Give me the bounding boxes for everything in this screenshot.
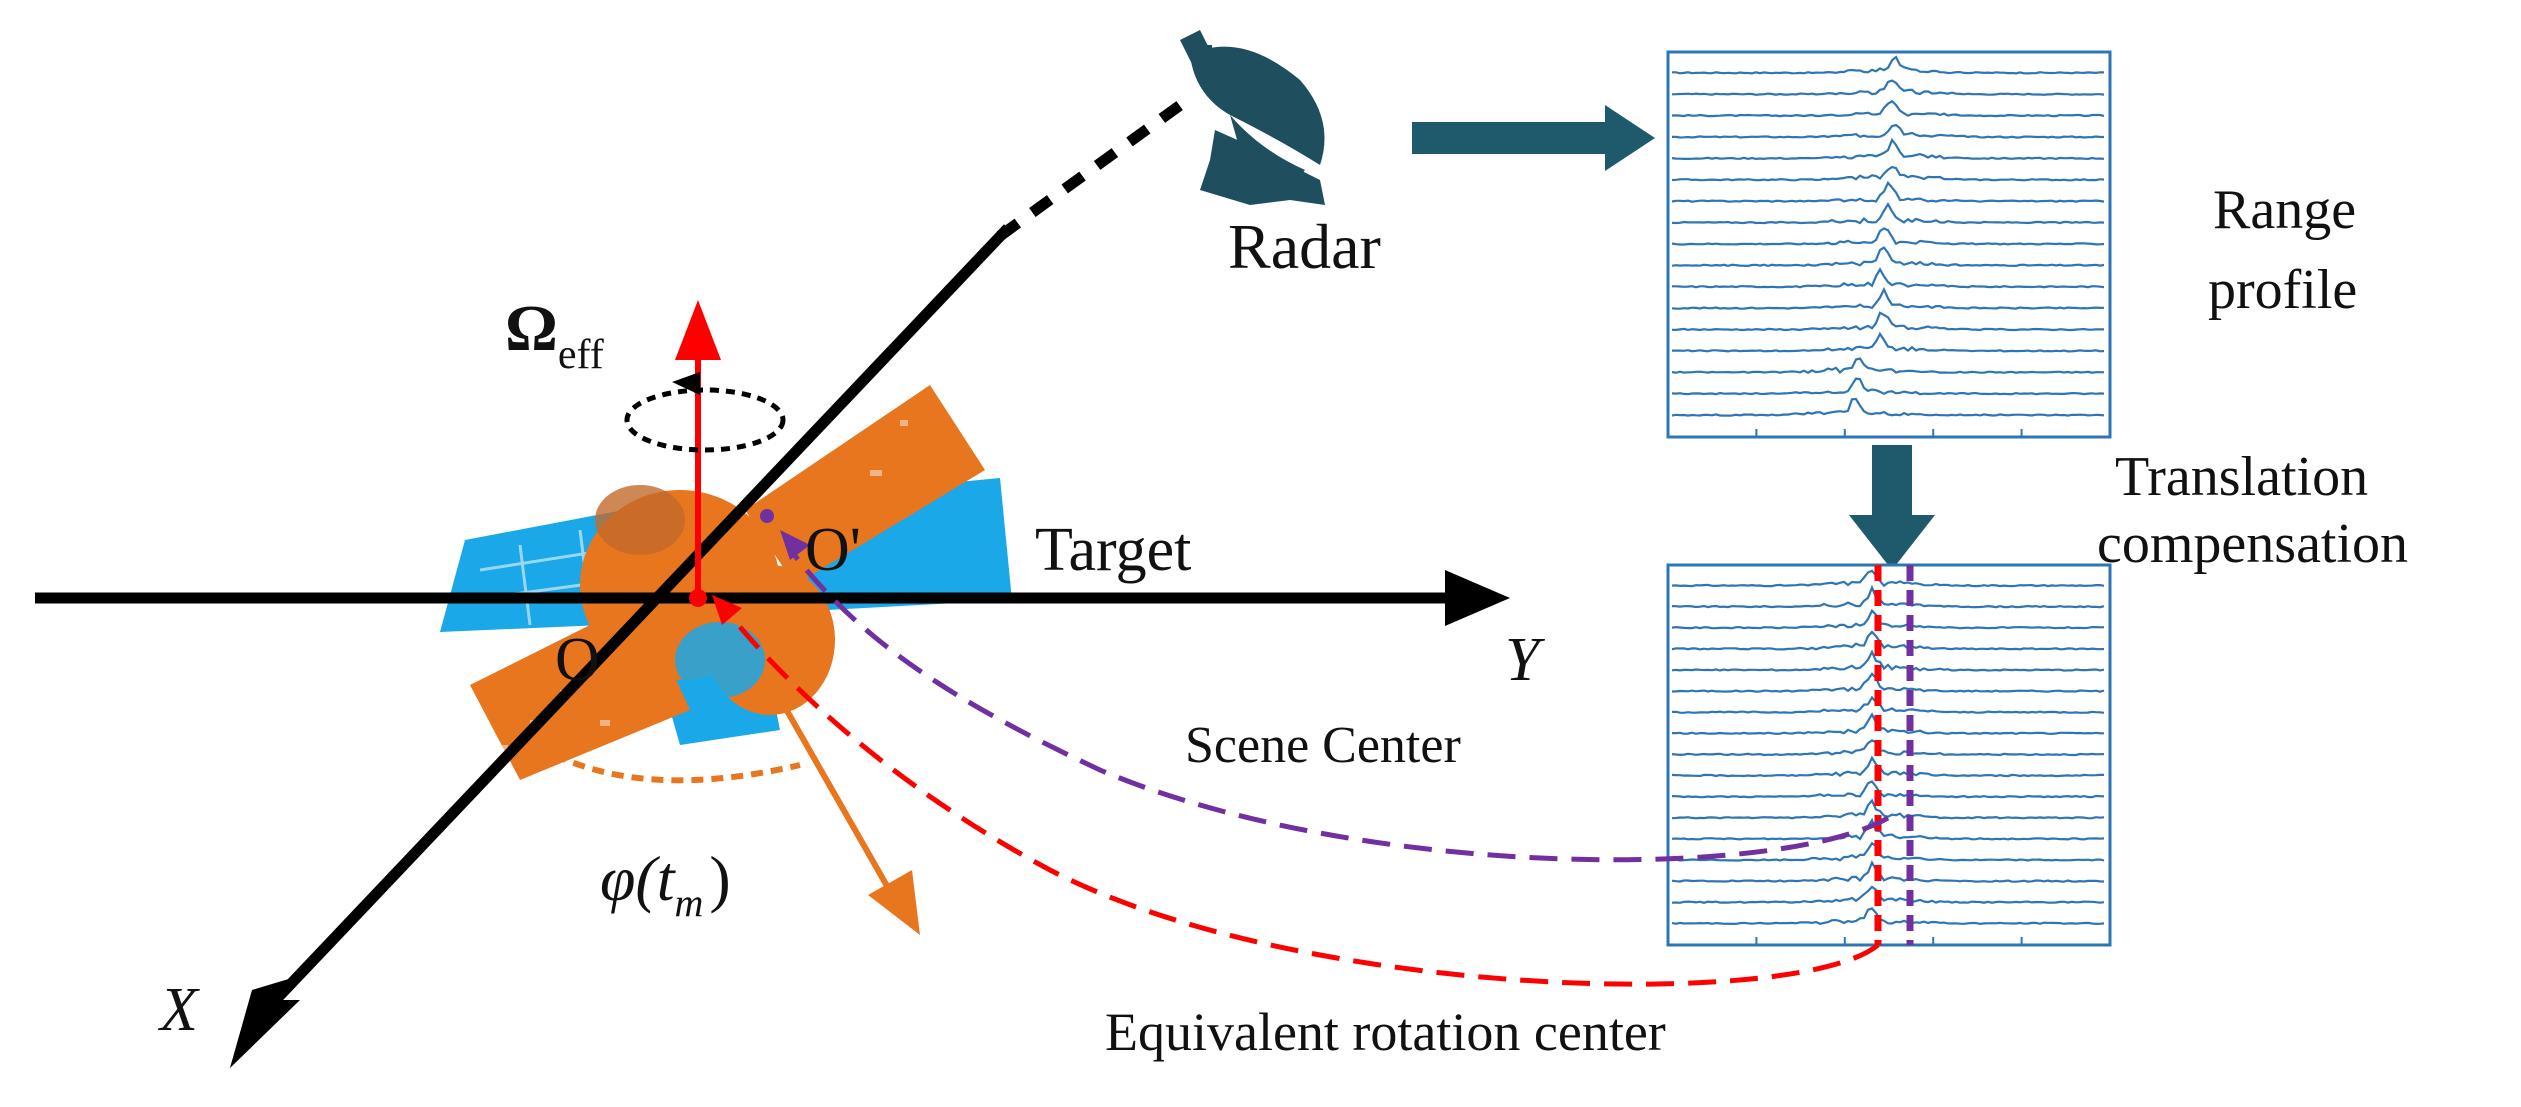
rotation-center-curve — [724, 608, 1880, 987]
range-profile-trace — [1671, 180, 2105, 203]
scene-center-curve — [790, 550, 1890, 863]
phi-direction-line — [775, 693, 898, 902]
compensated-profile-trace — [1671, 860, 2105, 883]
compensated-profile-trace — [1671, 672, 2105, 693]
compensated-profile-trace — [1671, 817, 2105, 841]
omega-rotation — [624, 300, 786, 598]
range-profile-trace — [1671, 202, 2105, 225]
origin-prime-dot — [760, 509, 774, 523]
phi-subscript: m — [675, 880, 704, 925]
radar-label: Radar — [1228, 211, 1381, 282]
satellite-target — [440, 385, 1012, 780]
y-axis-arrowhead — [1445, 570, 1510, 626]
range-profile-trace — [1672, 55, 2105, 75]
range-profile-trace — [1671, 79, 2105, 96]
range-profile-trace — [1671, 286, 2105, 310]
radar-to-profile-arrow — [1412, 105, 1655, 171]
omega-label: Ωeff — [505, 292, 604, 378]
compensated-profile-trace — [1671, 630, 2105, 651]
range-profile-trace — [1671, 397, 2105, 417]
radar-los-dashed — [996, 93, 1194, 241]
profile-to-compensated-arrow — [1849, 445, 1935, 570]
rotation-center-arrowhead — [712, 595, 742, 625]
compensated-profile-trace — [1671, 695, 2105, 714]
scene-center-arrowhead — [780, 530, 810, 560]
compensated-profile-trace — [1671, 569, 2105, 588]
target-label: Target — [1035, 516, 1191, 584]
x-axis-label: X — [157, 976, 200, 1044]
compensated-profile-trace — [1671, 649, 2105, 672]
equivalent-rotation-center-label: Equivalent rotation center — [1105, 1002, 1666, 1062]
compensated-profile-trace — [1671, 885, 2105, 904]
range-label: Range — [2213, 179, 2356, 241]
solar-panel-orange-upper — [745, 385, 985, 585]
compensated-profile-trace — [1671, 608, 2105, 630]
omega-subscript: eff — [558, 332, 604, 378]
range-profile-trace — [1671, 165, 2105, 182]
range-profile-box — [1666, 50, 2112, 439]
rotation-ellipse — [624, 387, 786, 453]
range-profile-trace — [1671, 246, 2105, 268]
compensated-profile-trace — [1671, 755, 2104, 778]
range-profile-trace — [1671, 227, 2105, 246]
range-profile-trace — [1671, 137, 2105, 161]
compensated-profile-trace — [1671, 780, 2105, 799]
coordinate-axes — [35, 93, 1510, 1068]
range-profile-trace — [1671, 311, 2104, 332]
range-profile-trace — [1671, 99, 2105, 118]
omega-symbol: Ω — [505, 292, 558, 365]
origin-dot — [689, 589, 707, 607]
flow-arrows — [1412, 105, 1935, 570]
phi-angle — [553, 693, 920, 935]
phi-label: φ(tm) — [600, 843, 731, 925]
omega-arrowhead — [675, 300, 721, 360]
phi-close-paren: ) — [709, 843, 730, 914]
compensated-profile-box — [1666, 563, 2112, 947]
rotation-direction-arrow — [672, 372, 700, 395]
y-axis-label: Y — [1505, 626, 1545, 694]
compensated-profile-trace — [1672, 712, 2104, 736]
scene-center-label: Scene Center — [1185, 717, 1461, 774]
compensated-profile-trace — [1671, 907, 2105, 926]
phi-symbol: φ(t — [600, 843, 677, 914]
range-profile-trace — [1672, 123, 2104, 139]
compensated-profile-trace — [1671, 798, 2105, 820]
range-profile-trace — [1671, 377, 2105, 396]
compensation-label: compensation — [2097, 513, 2408, 575]
compensated-profile-trace — [1672, 841, 2105, 862]
range-profile-trace — [1672, 331, 2105, 353]
radar-dish-icon — [1180, 30, 1325, 205]
translation-label: Translation — [2115, 446, 2368, 508]
range-profile-trace — [1672, 267, 2105, 289]
compensated-profile-trace — [1671, 584, 2105, 609]
profile-label: profile — [2208, 259, 2357, 321]
range-profile-trace — [1671, 357, 2105, 374]
phi-arc — [553, 752, 801, 784]
origin-prime-label: O' — [805, 516, 861, 584]
phi-arrowhead — [868, 870, 920, 935]
origin-label: O — [555, 626, 600, 694]
compensated-profile-trace — [1671, 739, 2105, 757]
x-axis-line — [264, 224, 1012, 1012]
